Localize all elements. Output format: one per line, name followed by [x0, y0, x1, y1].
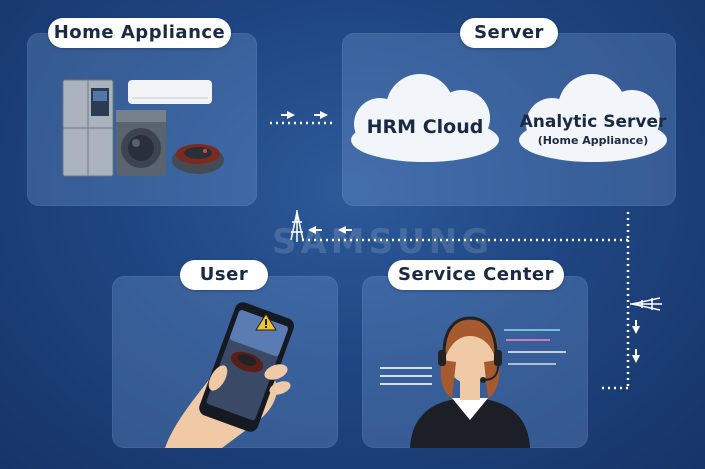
antenna-icon [290, 210, 304, 242]
server-label: Server [460, 18, 558, 48]
agent-headset-icon [410, 316, 530, 448]
server-to-user-connector [300, 212, 630, 242]
hrm-cloud-shape [351, 74, 499, 162]
arrow-down-icon [632, 320, 640, 363]
analytic-server-label: Analytic Server [519, 112, 667, 132]
hand-fingers-icon [208, 364, 291, 395]
user-label: User [180, 260, 268, 290]
home-appliance-label: Home Appliance [48, 18, 231, 48]
speed-lines [380, 329, 566, 385]
robot-vacuum-icon [230, 351, 264, 373]
service-center-label: Service Center [388, 260, 564, 290]
server-to-service-connector [600, 240, 630, 390]
analytic-server-sublabel: (Home Appliance) [537, 134, 649, 147]
refrigerator-icon [62, 79, 114, 177]
robot-vacuum-icon [172, 144, 224, 174]
washing-machine-icon [116, 110, 166, 176]
arrow-left-icon [308, 226, 352, 234]
arrow-right-icon [281, 111, 328, 119]
warning-icon [255, 313, 277, 331]
hrm-cloud: HRM Cloud [351, 86, 499, 162]
analytic-server-cloud: Analytic Server (Home Appliance) [519, 86, 667, 162]
hrm-cloud-label: HRM Cloud [366, 116, 484, 138]
air-conditioner-icon [128, 80, 212, 104]
analytic-cloud-shape [519, 74, 667, 162]
antenna-icon [630, 297, 662, 311]
watermark: SAMSUNG [272, 222, 494, 262]
